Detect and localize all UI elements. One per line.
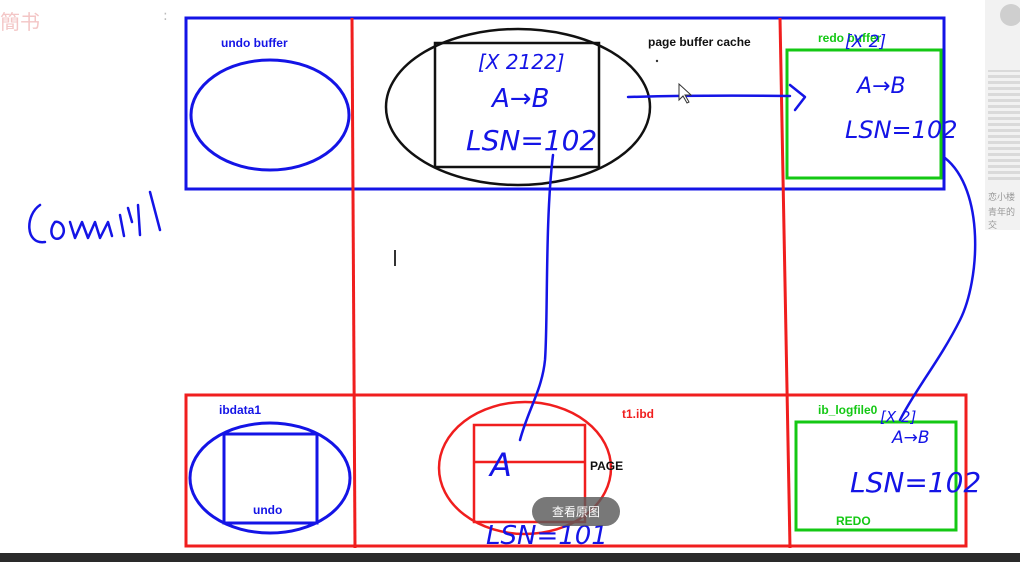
hand-logfile-lsn: LSN=102 xyxy=(850,466,982,499)
buffer-page-rect xyxy=(433,41,601,169)
hand-redo-x: [X 2] xyxy=(845,32,887,52)
avatar[interactable] xyxy=(1000,4,1020,26)
hand-redo-ab: A→B xyxy=(857,74,906,99)
divider-left xyxy=(350,17,357,549)
small-dot xyxy=(655,59,659,63)
ibdata1-ellipse xyxy=(188,421,352,535)
undo-buffer-label: undo buffer xyxy=(221,36,288,50)
ibdata1-label: ibdata1 xyxy=(219,403,262,417)
hand-redo-lsn: LSN=102 xyxy=(845,116,958,144)
mouse-pointer xyxy=(678,82,693,104)
text-cursor xyxy=(394,250,396,266)
redo-buffer-label: redo buffer xyxy=(818,31,882,45)
commit-scribble xyxy=(28,190,162,244)
flush-line xyxy=(518,153,555,442)
log-write-line xyxy=(898,156,977,422)
hand-disk-lsn: LSN=101 xyxy=(486,521,608,551)
t1-ibd-label: t1.ibd xyxy=(622,407,654,421)
arrow-head-redo-buffer xyxy=(788,83,807,112)
page-buffer-cache-label: page buffer cache xyxy=(648,35,751,49)
hand-buffer-ab: A→B xyxy=(492,84,550,114)
t1-ibd-ellipse xyxy=(437,400,613,536)
side-panel-text-2: 青年的交 xyxy=(988,208,1016,231)
page-label: PAGE xyxy=(590,459,624,473)
top-mark: : xyxy=(163,8,168,24)
side-panel-text-1: 恋小楼 xyxy=(988,193,1016,203)
divider-right xyxy=(778,17,792,549)
hand-buffer-lsn: LSN=102 xyxy=(466,124,598,157)
disk-page-rect xyxy=(472,423,587,524)
ib-logfile-box xyxy=(794,420,958,532)
hand-buffer-x: [X 2122] xyxy=(478,50,565,74)
disk-region-box xyxy=(184,393,968,548)
ib-logfile0-label: ib_logfile0 xyxy=(818,403,878,417)
redo-buffer-box xyxy=(785,48,943,180)
qr-code-icon xyxy=(988,70,1020,180)
ibdata1-undo-rect xyxy=(222,432,319,525)
undo-buffer-ellipse xyxy=(189,58,351,172)
view-original-button[interactable]: 查看原图 xyxy=(532,497,620,526)
arrow-to-redo-buffer xyxy=(626,94,792,99)
redo-label: REDO xyxy=(836,514,871,528)
hand-logfile-x: [X 2] xyxy=(880,408,917,426)
handwriting-strokes xyxy=(28,83,977,442)
bottom-toolbar xyxy=(0,553,1020,562)
buffer-cache-ellipse xyxy=(384,27,652,187)
site-logo-watermark: 簡书 xyxy=(0,10,40,34)
memory-region-box xyxy=(184,16,946,191)
hand-disk-a: A xyxy=(490,446,512,484)
hand-logfile-ab: A→B xyxy=(892,428,930,448)
undo-label: undo xyxy=(253,503,283,517)
